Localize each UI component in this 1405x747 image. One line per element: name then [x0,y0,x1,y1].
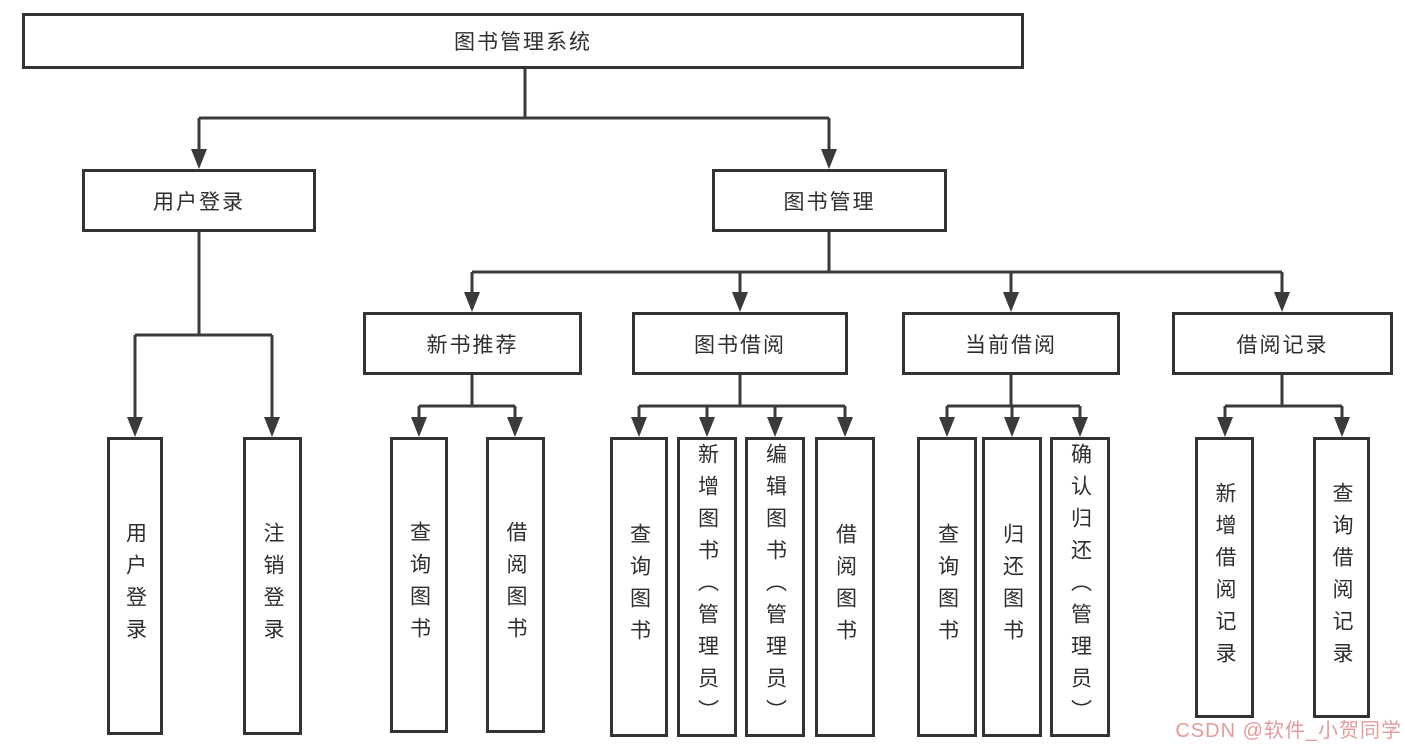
csdn-watermark: CSDN @软件_小贺同学 [1175,720,1402,742]
connector-root-to-level2 [197,69,831,155]
node-book-management: 图书管理 [712,169,947,232]
leaf-confirm-return-admin: 确认归还（管理员） [1050,437,1110,737]
connector-newbook-to-leaves [417,375,517,422]
node-user-login: 用户登录 [82,169,316,232]
node-current-borrow: 当前借阅 [902,312,1120,375]
leaf-user-login: 用户登录 [107,437,163,735]
leaf-add-borrow-record: 新增借阅记录 [1195,437,1254,718]
connector-userlogin-to-leaves [133,232,274,422]
leaf-query-borrow-record: 查询借阅记录 [1313,437,1370,718]
connector-bookmgmt-to-level3 [470,232,1284,297]
leaf-edit-books-admin: 编辑图书（管理员） [745,437,805,737]
leaf-return-books: 归还图书 [982,437,1042,737]
node-root: 图书管理系统 [22,13,1024,69]
node-new-book-recommend: 新书推荐 [363,312,582,375]
arrowheads [127,149,1350,437]
leaf-borrow-books: 借阅图书 [815,437,875,737]
leaf-borrow-books-recommend: 借阅图书 [486,437,545,733]
leaf-query-books-current: 查询图书 [917,437,977,737]
connector-bookborrow-to-leaves [637,375,847,422]
connector-currentborrow-to-leaves [945,375,1082,422]
node-book-borrow: 图书借阅 [632,312,848,375]
connector-borrowrecords-to-leaves [1223,375,1344,422]
leaf-add-books-admin: 新增图书（管理员） [677,437,737,737]
leaf-logout: 注销登录 [243,437,302,735]
leaf-query-books-recommend: 查询图书 [390,437,448,733]
node-borrow-records: 借阅记录 [1172,312,1393,375]
leaf-query-books-borrow: 查询图书 [610,437,668,737]
